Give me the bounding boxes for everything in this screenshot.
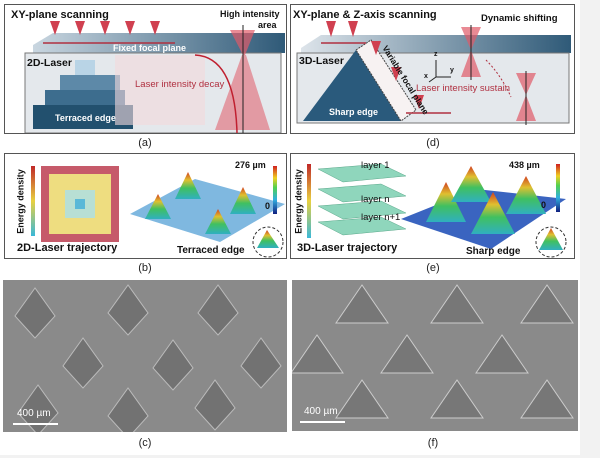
terraced-pyramid <box>62 337 104 389</box>
pyramid <box>380 334 434 374</box>
sem-image-sharp: 400 µm <box>292 280 578 431</box>
sem-features <box>14 284 282 432</box>
terraced-pyramid <box>240 337 282 389</box>
caption-e: (e) <box>426 262 440 274</box>
caption-c: (c) <box>138 437 152 449</box>
figure: XY-plane scanning 2D-Laser Fixed focal p… <box>0 0 580 455</box>
scale-label: 400 µm <box>304 406 338 417</box>
scale-bar <box>13 423 58 425</box>
2d-laser-schematic <box>24 21 285 133</box>
3d-laser-schematic <box>296 21 571 125</box>
edge-label: Terraced edge <box>55 113 116 123</box>
colorbar-min: 0 <box>265 201 271 211</box>
scale-label: 400 µm <box>17 408 51 419</box>
axis-z: z <box>434 51 438 58</box>
high-intensity-label: High intensity <box>220 9 280 19</box>
panel-b: Energy density 2D-Laser trajectory 276 µ… <box>4 153 287 259</box>
edge-label: Sharp edge <box>466 246 521 257</box>
energy-density-label: Energy density <box>293 169 304 234</box>
decay-label: Laser intensity decay <box>135 79 225 90</box>
colorbar-max: 276 µm <box>235 160 266 170</box>
pyramid <box>475 334 529 374</box>
terraced-pyramid <box>152 339 194 391</box>
panel-e: Energy density layer 1 layer n layer n+1… <box>290 153 575 259</box>
colorbar-min: 0 <box>541 200 547 210</box>
panel-d: XY-plane & Z-axis scanning Dynamic shift… <box>290 4 575 134</box>
pyramid <box>335 284 389 324</box>
title: XY-plane scanning <box>11 9 109 21</box>
terraced-pyramid <box>17 384 59 432</box>
terraced-pyramid <box>14 287 56 339</box>
pyramid <box>335 379 389 419</box>
layer-n1-label: layer n+1 <box>361 212 401 223</box>
area-label: area <box>258 20 277 30</box>
terraced-pyramid <box>194 379 236 431</box>
terraced-pyramid <box>107 284 149 336</box>
pyramid <box>430 379 484 419</box>
pyramid <box>430 284 484 324</box>
panel-a: XY-plane scanning 2D-Laser Fixed focal p… <box>4 4 287 134</box>
dynamic-shifting-label: Dynamic shifting <box>481 13 558 24</box>
2d-trajectory-and-profile <box>31 166 285 258</box>
focal-plane-label: Fixed focal plane <box>113 43 187 53</box>
edge-label: Sharp edge <box>329 107 379 117</box>
trajectory-label: 3D-Laser trajectory <box>297 242 398 254</box>
axis-x: x <box>424 73 428 80</box>
caption-a: (a) <box>138 137 152 149</box>
edge-label: Terraced edge <box>177 245 245 256</box>
sem-features <box>292 284 574 419</box>
energy-density-label: Energy density <box>15 169 26 234</box>
sem-image-terraced: 400 µm <box>3 280 287 432</box>
axis-y: y <box>450 67 454 74</box>
laser-label: 2D-Laser <box>27 57 72 69</box>
title: XY-plane & Z-axis scanning <box>293 9 437 21</box>
laser-label: 3D-Laser <box>299 55 344 67</box>
pyramid <box>292 334 344 374</box>
layer-1-label: layer 1 <box>361 160 390 171</box>
caption-d: (d) <box>426 137 440 149</box>
layer-n-label: layer n <box>361 194 390 205</box>
terraced-pyramid <box>197 284 239 336</box>
scale-bar <box>300 421 345 423</box>
caption-f: (f) <box>427 437 439 449</box>
caption-b: (b) <box>138 262 152 274</box>
pyramid <box>520 284 574 324</box>
colorbar-max: 438 µm <box>509 160 540 170</box>
3d-trajectory-and-profile <box>307 163 567 258</box>
sustain-label: Laser intensity sustain <box>416 83 510 94</box>
trajectory-label: 2D-Laser trajectory <box>17 242 118 254</box>
terraced-pyramid <box>107 387 149 432</box>
pyramid <box>520 379 574 419</box>
